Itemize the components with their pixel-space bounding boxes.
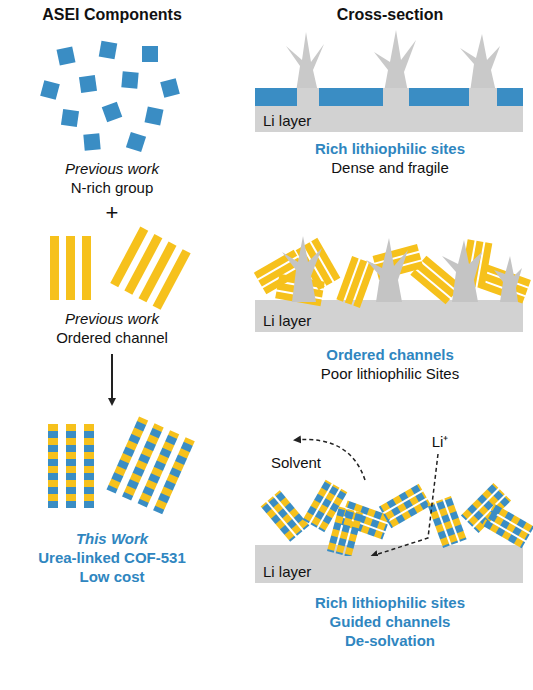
column-heading: Cross-section [337, 6, 444, 24]
n-rich-squares [40, 41, 180, 152]
caption: N-rich group [71, 179, 154, 196]
caption-note: Previous work [65, 160, 159, 177]
caption: Urea-linked COF-531 [38, 549, 186, 566]
species-label: Solvent [271, 454, 321, 471]
li-layer-box: Li layer [255, 556, 523, 583]
layer-label: Li layer [263, 563, 311, 580]
li-layer-box: Li layer [255, 308, 523, 332]
li-layer [255, 88, 523, 132]
feature-label: Ordered channels [326, 346, 454, 363]
flow-arrow [111, 354, 113, 404]
channel-bar [344, 511, 363, 557]
column-heading: ASEI Components [42, 6, 182, 24]
channel-bar [491, 504, 533, 533]
caption: Ordered channel [56, 329, 168, 346]
li-layer [255, 545, 523, 583]
feature-label: Poor lithiophilic Sites [321, 365, 459, 382]
layer-label: Li layer [263, 112, 311, 129]
caption-note: Previous work [65, 310, 159, 327]
layer-label: Li layer [263, 312, 311, 329]
feature-label: Guided channels [330, 613, 451, 630]
caption: Low cost [79, 568, 144, 585]
channel-bar [353, 262, 375, 308]
dendrites [286, 30, 500, 92]
n-rich-layer [255, 88, 523, 106]
channel-bar [444, 496, 466, 542]
li-layer-box: Li layer [255, 108, 523, 132]
feature-label: Rich lithiophilic sites [315, 140, 465, 157]
ion-label: Li⁺ [432, 433, 449, 450]
caption-note: This Work [76, 530, 148, 547]
dendrites [282, 236, 522, 302]
channel-bar [388, 499, 431, 528]
channel-bar [274, 490, 309, 530]
cof-striped-bars [48, 416, 195, 514]
plus-sign: + [106, 200, 119, 225]
feature-label: Rich lithiophilic sites [315, 594, 465, 611]
feature-label: Dense and fragile [331, 159, 449, 176]
li-ion-path [372, 454, 438, 556]
li-layer [255, 300, 523, 332]
ordered-channel-bars [50, 227, 191, 310]
cof-striped-bars [261, 480, 533, 558]
feature-label: De-solvation [345, 632, 435, 649]
